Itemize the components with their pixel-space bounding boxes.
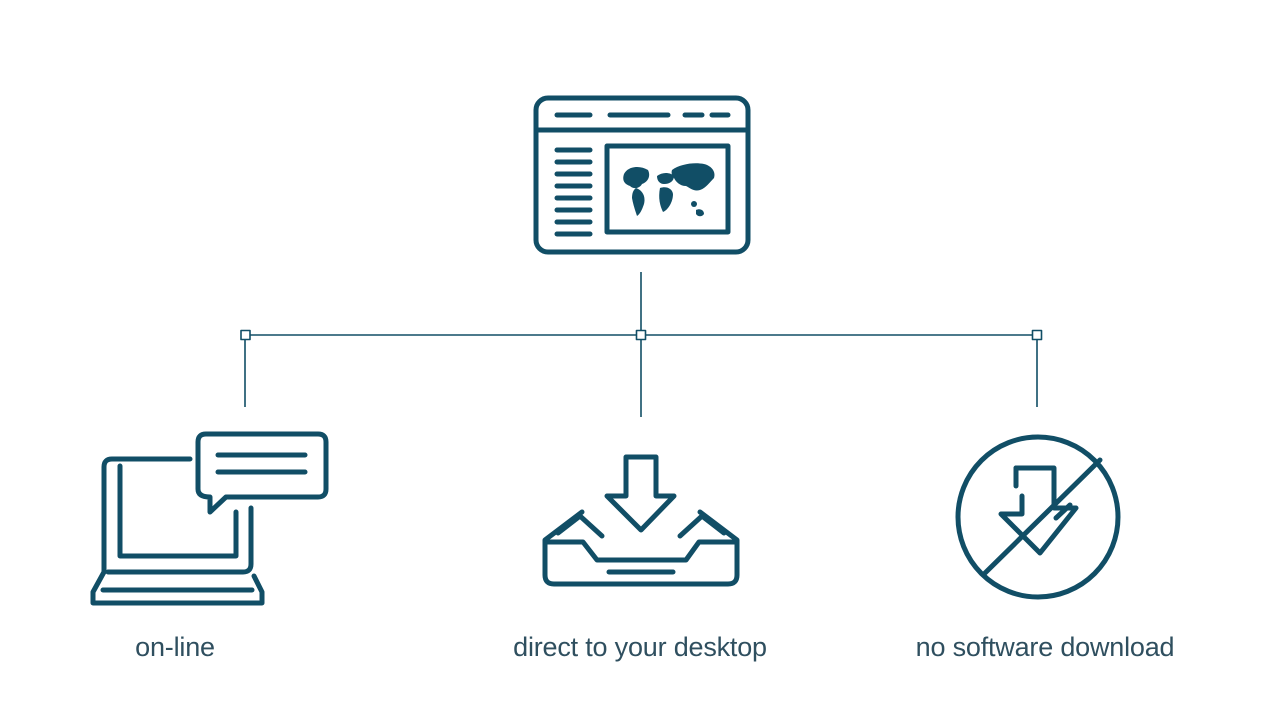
world-map-icon — [623, 163, 715, 217]
branch-label-desktop: direct to your desktop — [513, 632, 767, 662]
connector-node-left — [240, 329, 251, 341]
no-download-icon — [955, 434, 1121, 600]
branch-label-online: on-line — [135, 632, 215, 662]
tree-connector — [240, 272, 1043, 417]
connector-node-right — [1031, 329, 1043, 341]
web-map-browser-icon — [533, 95, 751, 255]
download-tray-icon — [542, 454, 740, 587]
connector-node-center — [635, 329, 647, 341]
laptop-chat-icon — [90, 431, 329, 606]
branch-label-no-download: no software download — [915, 632, 1175, 662]
